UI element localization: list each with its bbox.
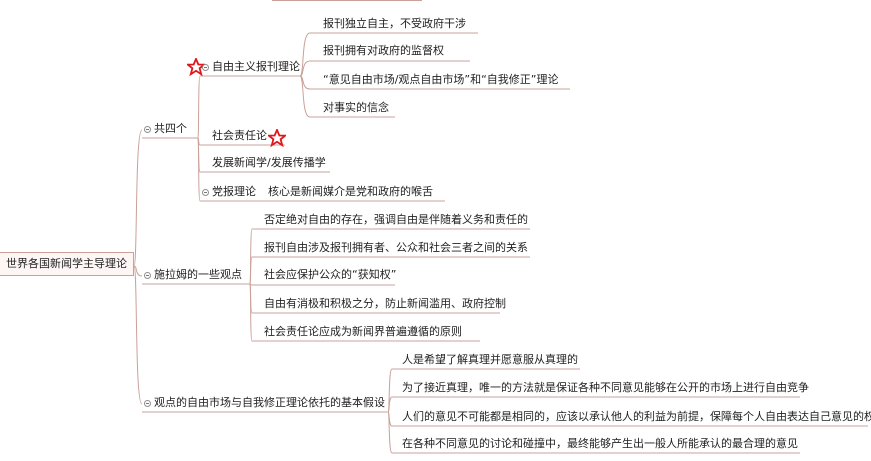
leaf-schramm-3[interactable]: 社会应保护公众的“获知权” bbox=[264, 268, 397, 281]
connector-assumption-4 bbox=[387, 411, 800, 454]
connector-party bbox=[197, 137, 256, 202]
root-node-label: 世界各国新闻学主导理论 bbox=[6, 257, 127, 270]
leaf-assumption-2[interactable]: 为了接近真理，唯一的方法就是保证各种不同意见能够在公开的市场上进行自由竞争 bbox=[402, 381, 809, 394]
star-icon bbox=[268, 129, 286, 147]
connector-liberal-4 bbox=[299, 75, 395, 118]
connector-root-branch3 bbox=[133, 265, 143, 405]
leaf-schramm-4[interactable]: 自由有消极和积极之分，防止新闻滥用、政府控制 bbox=[264, 297, 506, 310]
collapse-toggle-icon[interactable] bbox=[144, 272, 151, 279]
collapse-toggle-icon[interactable] bbox=[202, 189, 209, 196]
leaf-schramm-5[interactable]: 社会责任论应成为新闻界普遍遵循的原则 bbox=[264, 325, 462, 338]
top-edge-connector bbox=[272, 0, 422, 1]
leaf-press-independence[interactable]: 报刊独立自主，不受政府干涉 bbox=[323, 17, 466, 30]
connector-liberal-2 bbox=[299, 60, 470, 77]
connector-schramm-3 bbox=[249, 283, 395, 286]
leaf-schramm-2[interactable]: 报刊自由涉及报刊拥有者、公众和社会三者之间的关系 bbox=[264, 241, 528, 254]
branch-schramm-views[interactable]: 施拉姆的一些观点 bbox=[154, 268, 242, 281]
leaf-press-supervision[interactable]: 报刊拥有对政府的监督权 bbox=[323, 44, 444, 57]
branch-four-theories[interactable]: 共四个 bbox=[154, 122, 187, 135]
node-social-responsibility[interactable]: 社会责任论 bbox=[212, 129, 267, 142]
leaf-assumption-3[interactable]: 人们的意见不可能都是相同的，应该以承认他人的利益为前提，保障每个人自由表达自己意… bbox=[402, 410, 871, 423]
connector-schramm-5 bbox=[249, 283, 480, 342]
collapse-toggle-icon[interactable] bbox=[202, 64, 209, 71]
connector-liberal-3 bbox=[299, 75, 570, 90]
branch-market-assumptions[interactable]: 观点的自由市场与自我修正理论依托的基本假设 bbox=[154, 396, 385, 409]
collapse-toggle-icon[interactable] bbox=[144, 400, 151, 407]
collapse-toggle-icon[interactable] bbox=[144, 126, 151, 133]
connector-liberal-1 bbox=[299, 32, 478, 77]
leaf-assumption-4[interactable]: 在各种不同意见的讨论和碰撞中，最终能够产生出一般人所能承认的最合理的意见 bbox=[402, 437, 798, 450]
connector-schramm-2 bbox=[249, 256, 530, 285]
leaf-schramm-1[interactable]: 否定绝对自由的存在，强调自由是伴随着义务和责任的 bbox=[264, 213, 528, 226]
connector-root-branch1 bbox=[133, 129, 143, 267]
leaf-party-press-core[interactable]: 核心是新闻媒介是党和政府的喉舌 bbox=[268, 185, 433, 198]
root-node[interactable]: 世界各国新闻学主导理论 bbox=[0, 252, 134, 276]
node-liberal-press-theory[interactable]: 自由主义报刊理论 bbox=[212, 60, 300, 73]
leaf-free-market-of-ideas[interactable]: “意见自由市场/观点自由市场”和“自我修正”理论 bbox=[323, 73, 559, 86]
node-development-journalism[interactable]: 发展新闻学/发展传播学 bbox=[212, 156, 326, 169]
leaf-assumption-1[interactable]: 人是希望了解真理并愿意服从真理的 bbox=[402, 353, 578, 366]
connector-assumption-2 bbox=[387, 396, 800, 413]
leaf-belief-in-facts[interactable]: 对事实的信念 bbox=[323, 101, 389, 114]
connector-root-branch2 bbox=[133, 265, 143, 277]
node-party-press-theory[interactable]: 党报理论 bbox=[212, 185, 256, 198]
connector-liberal bbox=[197, 75, 300, 139]
